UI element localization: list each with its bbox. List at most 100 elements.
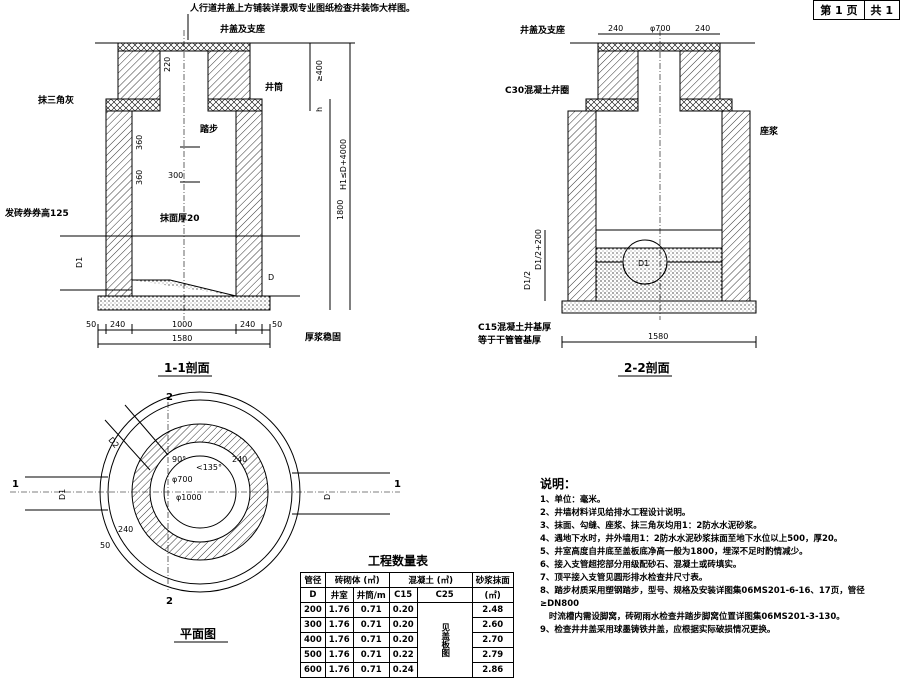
- plan-d2: D2: [106, 436, 120, 450]
- dim-ge400: ≥400: [315, 60, 324, 82]
- bottom-dim-4: 50: [272, 320, 282, 329]
- note-item: 1、单位：毫米。: [540, 495, 606, 505]
- cell: 2.86: [471, 662, 514, 678]
- marker-2-top: 2: [166, 392, 173, 403]
- top-dim-2: 240: [695, 24, 710, 33]
- cell: 1.76: [324, 632, 354, 648]
- dim-220: 220: [163, 57, 172, 72]
- cell: 2.48: [471, 602, 514, 618]
- table-row: 500 1.76 0.71 0.22 2.79: [300, 647, 514, 663]
- quantity-table: 管径 砖砌体 (㎥) 混凝土 (㎥) 砂浆抹面 D 井室 井筒/m C15 C2…: [300, 572, 514, 678]
- plaster-label: 抹面厚20: [160, 212, 200, 224]
- step-label: 踏步: [200, 123, 218, 135]
- section-2-2-labels: 井盖及支座 C30混凝土井圈 座浆 240 φ700 240 D1/2 D1/2…: [477, 24, 779, 377]
- subheader-m2: (㎡): [471, 587, 514, 603]
- dim-h1: H1≤D+4000: [339, 139, 348, 190]
- cell: 0.71: [352, 632, 390, 648]
- base-label-2a: C15混凝土井基厚: [478, 321, 551, 333]
- subheader-c15: C15: [388, 587, 418, 603]
- note-item: 3、抹面、勾缝、座浆、抹三角灰均用1：2防水水泥砂浆。: [540, 521, 762, 531]
- cell: 1.76: [324, 602, 354, 618]
- note-item: 5、井室高度自井底至盖板底净高一般为1800，埋深不足时酌情减少。: [540, 547, 808, 557]
- cell: 300: [300, 617, 326, 633]
- section-1-1-labels: 人行道井盖上方铺装详景观专业图纸检查井装饰大样图。 井盖及支座 井筒 抹三角灰 …: [4, 2, 415, 377]
- header-concrete: 混凝土 (㎥): [388, 572, 473, 588]
- dim-300: 300: [168, 171, 183, 180]
- bottom-dim-1: 240: [110, 320, 125, 329]
- dim-1800: 1800: [336, 200, 345, 220]
- bottom-dim-2: 1000: [172, 320, 192, 329]
- table-row: 400 1.76 0.71 0.20 2.70: [300, 632, 514, 648]
- page-no: 第 1 页: [820, 4, 858, 17]
- marker-2-bottom: 2: [166, 596, 173, 607]
- section-2-2: [544, 30, 757, 348]
- note-item: 时流槽内需设脚窝，砖砌雨水检查井踏步脚窝位置详图集06MS201-3-130。: [540, 612, 845, 622]
- base-label-2b: 等于干管管基厚: [477, 334, 541, 346]
- caption-plan: 平面图: [180, 627, 216, 641]
- bottom-dim-0: 50: [86, 320, 96, 329]
- cell: 0.71: [352, 617, 390, 633]
- dim-d1: D1: [75, 257, 84, 268]
- table-row: 200 1.76 0.71 0.20 见盖板图 2.48: [300, 602, 514, 678]
- header-mortar: 砂浆抹面: [471, 572, 514, 588]
- plan-dim-50: 50: [100, 541, 110, 550]
- total-width-2: 1580: [648, 332, 668, 341]
- angle-135: <135°: [196, 463, 222, 472]
- dim-360a: 360: [135, 135, 144, 150]
- subheader-chamber: 井室: [324, 587, 354, 603]
- dia-1000: φ1000: [176, 493, 202, 502]
- base-label: 厚浆稳固: [305, 331, 341, 343]
- cover-label: 井盖及支座: [220, 23, 265, 35]
- angle-90: 90°: [172, 455, 186, 464]
- section-1-1: [60, 14, 355, 348]
- cell: 1.76: [324, 647, 354, 663]
- cell: 0.24: [388, 662, 418, 678]
- shaft-label: 井筒: [265, 81, 283, 93]
- note-item: 9、检查井井盖采用球墨铸铁井盖，应根据实际破损情况更换。: [540, 625, 776, 635]
- dim-360b: 360: [135, 170, 144, 185]
- cell: 200: [300, 602, 326, 618]
- bed-label: 座浆: [759, 125, 779, 137]
- dim-d1-200: D1/2+200: [534, 229, 543, 270]
- top-dim-0: 240: [608, 24, 623, 33]
- bottom-dim-3: 240: [240, 320, 255, 329]
- total-width-1: 1580: [172, 334, 192, 343]
- note-item: 2、井墙材料详见给排水工程设计说明。: [540, 508, 691, 518]
- plan-labels: 2 2 1 1 D2 D1 D 90° <135° φ700 φ1000 240…: [12, 392, 401, 643]
- dia-700: φ700: [172, 475, 193, 484]
- caption-1-1: 1-1剖面: [164, 360, 210, 375]
- header-brick: 砖砌体 (㎥): [324, 572, 390, 588]
- dim-d: D: [268, 273, 274, 282]
- cell: 2.79: [471, 647, 514, 663]
- fillet-label: 抹三角灰: [38, 94, 74, 106]
- cell: 2.70: [471, 632, 514, 648]
- note-item: 8、踏步材质采用塑钢踏步，型号、规格及安装详图集06MS201-6-16、17页…: [540, 586, 865, 609]
- notes-title: 说明：: [540, 477, 577, 491]
- caption-2-2: 2-2剖面: [624, 360, 670, 375]
- cell: 0.20: [388, 602, 418, 618]
- cell: 0.20: [388, 632, 418, 648]
- subheader-d: D: [300, 587, 326, 603]
- plan-d1: D1: [58, 489, 67, 500]
- table-row: 300 1.76 0.71 0.20 2.60: [300, 617, 514, 633]
- table-subheader-row: D 井室 井筒/m C15 C25 (㎡): [300, 587, 514, 603]
- arch-label: 发砖券券高125: [4, 207, 69, 219]
- note-item: 7、顶平接入支管见圆形排水检查井尺寸表。: [540, 573, 708, 583]
- header-pipe: 管径: [300, 572, 326, 588]
- subheader-shaft: 井筒/m: [352, 587, 390, 603]
- marker-1-right: 1: [394, 479, 401, 490]
- cell: 600: [300, 662, 326, 678]
- cell: 0.22: [388, 647, 418, 663]
- cell: 1.76: [324, 617, 354, 633]
- dim-d1-2: D1/2: [523, 271, 532, 290]
- ring-label: C30混凝土井圈: [505, 84, 569, 96]
- top-note: 人行道井盖上方铺装详景观专业图纸检查井装饰大样图。: [189, 2, 415, 14]
- cell: 0.71: [352, 647, 390, 663]
- pipe-label-2: D1: [638, 259, 649, 268]
- top-dim-1: φ700: [650, 24, 671, 33]
- c25-note: 见盖板图: [416, 602, 473, 678]
- plan-view: [10, 391, 400, 593]
- cell: 400: [300, 632, 326, 648]
- table-header-row: 管径 砖砌体 (㎥) 混凝土 (㎥) 砂浆抹面: [300, 572, 514, 588]
